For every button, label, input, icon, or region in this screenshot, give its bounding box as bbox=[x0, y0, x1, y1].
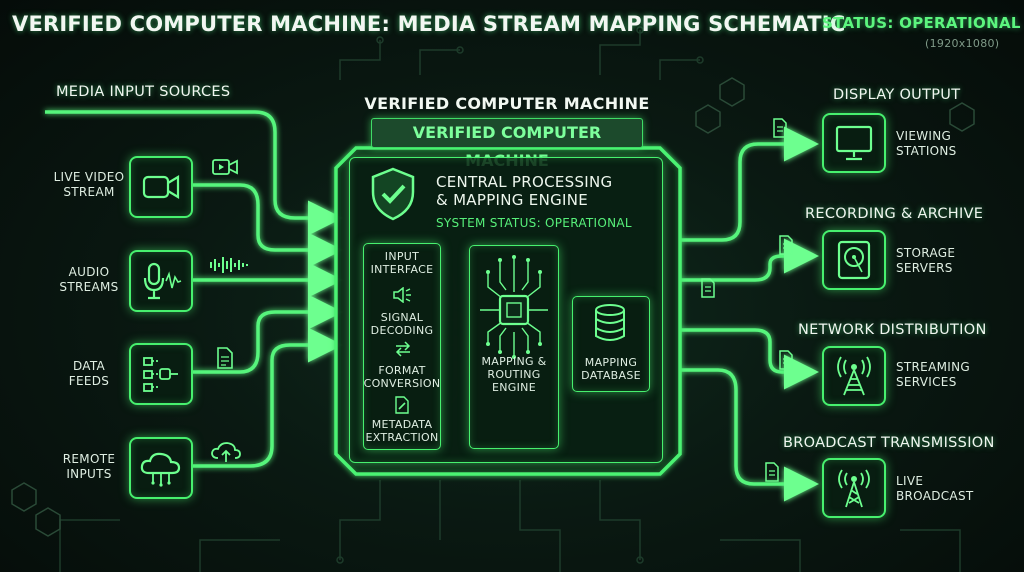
inputs-header: MEDIA INPUT SOURCES bbox=[56, 84, 231, 100]
edit-document-icon bbox=[395, 396, 409, 414]
cloud-upload-icon bbox=[211, 442, 241, 462]
mapping-database-box bbox=[572, 296, 650, 392]
input-remote-label: REMOTE INPUTS bbox=[40, 452, 138, 482]
status-badge: STATUS: OPERATIONAL bbox=[822, 14, 1021, 32]
document-icon bbox=[779, 235, 793, 255]
input-label-line1: REMOTE bbox=[62, 452, 116, 466]
input-live-video-label: LIVE VIDEO STREAM bbox=[40, 170, 138, 200]
pipeline-line2: INTERFACE bbox=[370, 263, 434, 276]
machine-title: VERIFIED COMPUTER MACHINE bbox=[364, 94, 650, 113]
pipeline-line1: INPUT bbox=[384, 250, 420, 263]
input-remote-box[interactable] bbox=[129, 437, 193, 499]
video-camera-icon bbox=[142, 175, 180, 199]
audio-wave-icon bbox=[210, 257, 248, 273]
document-icon bbox=[779, 350, 793, 370]
input-data-label: DATA FEEDS bbox=[40, 359, 138, 389]
output-broadcast-label: LIVE BROADCAST bbox=[896, 474, 974, 504]
data-flow-icon bbox=[143, 357, 178, 392]
output-storage-label: STORAGE SERVERS bbox=[896, 246, 955, 276]
pipeline-format-conversion: FORMAT CONVERSION bbox=[363, 364, 441, 390]
database-icon bbox=[595, 304, 625, 341]
document-icon bbox=[701, 278, 715, 298]
speaker-icon bbox=[393, 287, 411, 303]
output-storage-box[interactable] bbox=[822, 230, 886, 290]
output-broadcast-box[interactable] bbox=[822, 458, 886, 518]
input-label-line1: DATA bbox=[72, 359, 106, 373]
output-broadcast-header: BROADCAST TRANSMISSION bbox=[783, 435, 995, 451]
output-label-line2: BROADCAST bbox=[896, 489, 974, 503]
input-label-line2: STREAM bbox=[63, 185, 115, 199]
hard-drive-icon bbox=[837, 240, 871, 280]
output-network-label: STREAMING SERVICES bbox=[896, 360, 970, 390]
broadcast-tower-icon bbox=[838, 469, 870, 508]
background-traces bbox=[59, 26, 961, 572]
router-line1: MAPPING & bbox=[481, 355, 547, 368]
pipeline-line2: DECODING bbox=[370, 324, 434, 337]
output-wires bbox=[680, 126, 819, 502]
engine-title-line2: & MAPPING ENGINE bbox=[436, 191, 589, 209]
output-recording-header: RECORDING & ARCHIVE bbox=[805, 206, 984, 222]
input-label-line2: STREAMS bbox=[59, 280, 119, 294]
output-network-header: NETWORK DISTRIBUTION bbox=[798, 322, 987, 338]
hexagon-decoration bbox=[11, 77, 975, 537]
database-line2: DATABASE bbox=[581, 369, 641, 382]
machine-banner: VERIFIED COMPUTER MACHINE bbox=[371, 118, 643, 170]
monitor-icon bbox=[835, 125, 873, 161]
input-data-box[interactable] bbox=[129, 343, 193, 405]
input-label-line1: LIVE VIDEO bbox=[53, 170, 125, 184]
output-label-line1: LIVE bbox=[896, 474, 924, 488]
input-wires bbox=[45, 110, 343, 468]
database-line1: MAPPING bbox=[584, 356, 638, 369]
input-audio-box[interactable] bbox=[129, 250, 193, 312]
routing-engine-label: MAPPING & ROUTING ENGINE bbox=[469, 355, 559, 394]
output-label-line1: VIEWING bbox=[896, 129, 952, 143]
document-icon bbox=[765, 462, 779, 482]
pipeline-line2: EXTRACTION bbox=[365, 431, 439, 444]
convert-arrows-icon bbox=[395, 341, 411, 357]
pipeline-line2: CONVERSION bbox=[363, 377, 441, 390]
output-label-line2: SERVICES bbox=[896, 375, 957, 389]
pipeline-line1: SIGNAL bbox=[380, 311, 424, 324]
system-status: SYSTEM STATUS: OPERATIONAL bbox=[436, 216, 632, 230]
video-play-icon bbox=[212, 159, 238, 175]
microphone-icon bbox=[143, 262, 182, 300]
output-label-line2: STATIONS bbox=[896, 144, 957, 158]
router-line3: ENGINE bbox=[492, 381, 536, 394]
output-label-line1: STREAMING bbox=[896, 360, 970, 374]
document-icon bbox=[773, 118, 787, 138]
output-label-line1: STORAGE bbox=[896, 246, 956, 260]
input-label-line2: FEEDS bbox=[68, 374, 110, 388]
pipeline-input-interface: INPUT INTERFACE bbox=[363, 250, 441, 276]
resolution-label: (1920x1080) bbox=[925, 37, 1000, 50]
pipeline-metadata-extraction: METADATA EXTRACTION bbox=[363, 418, 441, 444]
output-display-header: DISPLAY OUTPUT bbox=[833, 87, 961, 103]
pipeline-line1: METADATA bbox=[371, 418, 433, 431]
input-video-box[interactable] bbox=[129, 156, 193, 218]
cpu-chip-icon bbox=[480, 255, 548, 359]
input-audio-label: AUDIO STREAMS bbox=[40, 265, 138, 295]
output-display-label: VIEWING STATIONS bbox=[896, 129, 957, 159]
router-line2: ROUTING bbox=[487, 368, 541, 381]
engine-title-line1: CENTRAL PROCESSING bbox=[436, 173, 613, 191]
input-label-line1: AUDIO bbox=[68, 265, 110, 279]
document-icon bbox=[217, 347, 233, 369]
pipeline-line1: FORMAT bbox=[378, 364, 426, 377]
input-label-line2: INPUTS bbox=[66, 467, 112, 481]
antenna-icon bbox=[837, 356, 871, 396]
output-network-box[interactable] bbox=[822, 346, 886, 406]
shield-check-icon bbox=[371, 167, 415, 221]
output-display-box[interactable] bbox=[822, 113, 886, 173]
mapping-database-label: MAPPING DATABASE bbox=[572, 356, 650, 382]
output-label-line2: SERVERS bbox=[896, 261, 953, 275]
page-title: VERIFIED COMPUTER MACHINE: MEDIA STREAM … bbox=[12, 12, 846, 36]
pipeline-signal-decoding: SIGNAL DECODING bbox=[363, 311, 441, 337]
engine-title: CENTRAL PROCESSING & MAPPING ENGINE bbox=[436, 173, 612, 209]
cloud-icon bbox=[140, 452, 181, 487]
